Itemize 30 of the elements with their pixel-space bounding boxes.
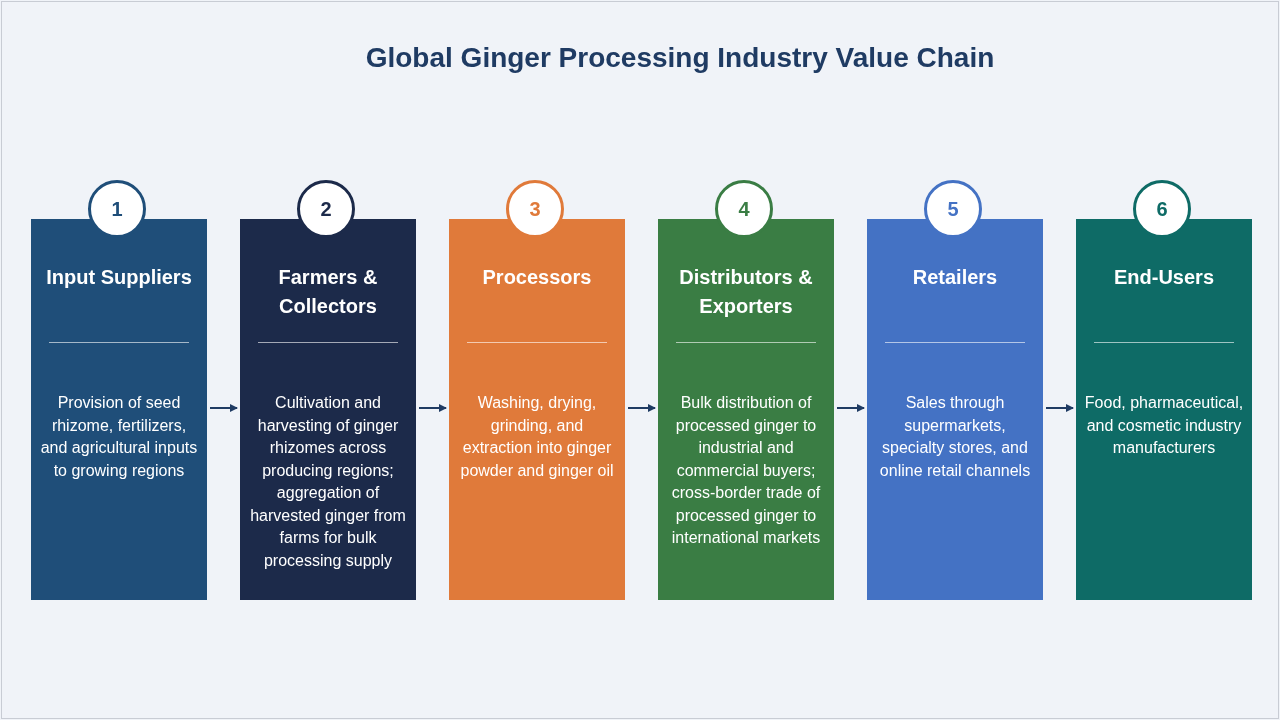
step-number-circle: 3 bbox=[506, 180, 564, 238]
stage-heading: End-Users bbox=[1113, 265, 1215, 290]
stage-heading: Retailers bbox=[911, 265, 999, 290]
stage-panel bbox=[867, 219, 1043, 600]
stage-panel bbox=[240, 219, 416, 600]
step-number-circle: 6 bbox=[1133, 180, 1191, 238]
step-number-circle: 1 bbox=[88, 180, 146, 238]
stage-description: Food, pharmaceutical, and cosmetic industry manufacturers bbox=[1084, 393, 1244, 458]
step-number-circle: 5 bbox=[924, 180, 982, 238]
stage-description: Provision of seed rhizome, fertilizers, and agricultural inputs to growing regions bbox=[39, 393, 199, 481]
arrow bbox=[418, 404, 447, 412]
arrow bbox=[836, 404, 865, 412]
stage-panel bbox=[31, 219, 207, 600]
stage-description: Cultivation and harvesting of ginger rhizomes across producing regions; aggregation of harvested ginger from farms for bulk processing supply bbox=[249, 393, 407, 571]
stage-heading: Farmers & Collectors bbox=[277, 265, 379, 319]
stage-panel bbox=[658, 219, 834, 600]
arrow bbox=[209, 404, 238, 412]
stage-heading: Processors bbox=[481, 265, 593, 290]
step-number-circle: 4 bbox=[715, 180, 773, 238]
stage-heading: Distributors & Exporters bbox=[678, 265, 814, 319]
stage-panel bbox=[1076, 219, 1252, 600]
step-number-circle: 2 bbox=[297, 180, 355, 238]
arrow bbox=[627, 404, 656, 412]
stage-description: Sales through supermarkets, specialty stores, and online retail channels bbox=[878, 393, 1032, 481]
stage-panel bbox=[449, 219, 625, 600]
arrow bbox=[1045, 404, 1074, 412]
title: Global Ginger Processing Industry Value Chain bbox=[364, 42, 996, 74]
stage-description: Bulk distribution of processed ginger to industrial and commercial buyers; cross-border trade of processed ginger to international markets bbox=[670, 393, 822, 548]
stage-heading: Input Suppliers bbox=[45, 265, 193, 290]
stage-description: Washing, drying, grinding, and extraction into ginger powder and ginger oil bbox=[459, 393, 615, 481]
